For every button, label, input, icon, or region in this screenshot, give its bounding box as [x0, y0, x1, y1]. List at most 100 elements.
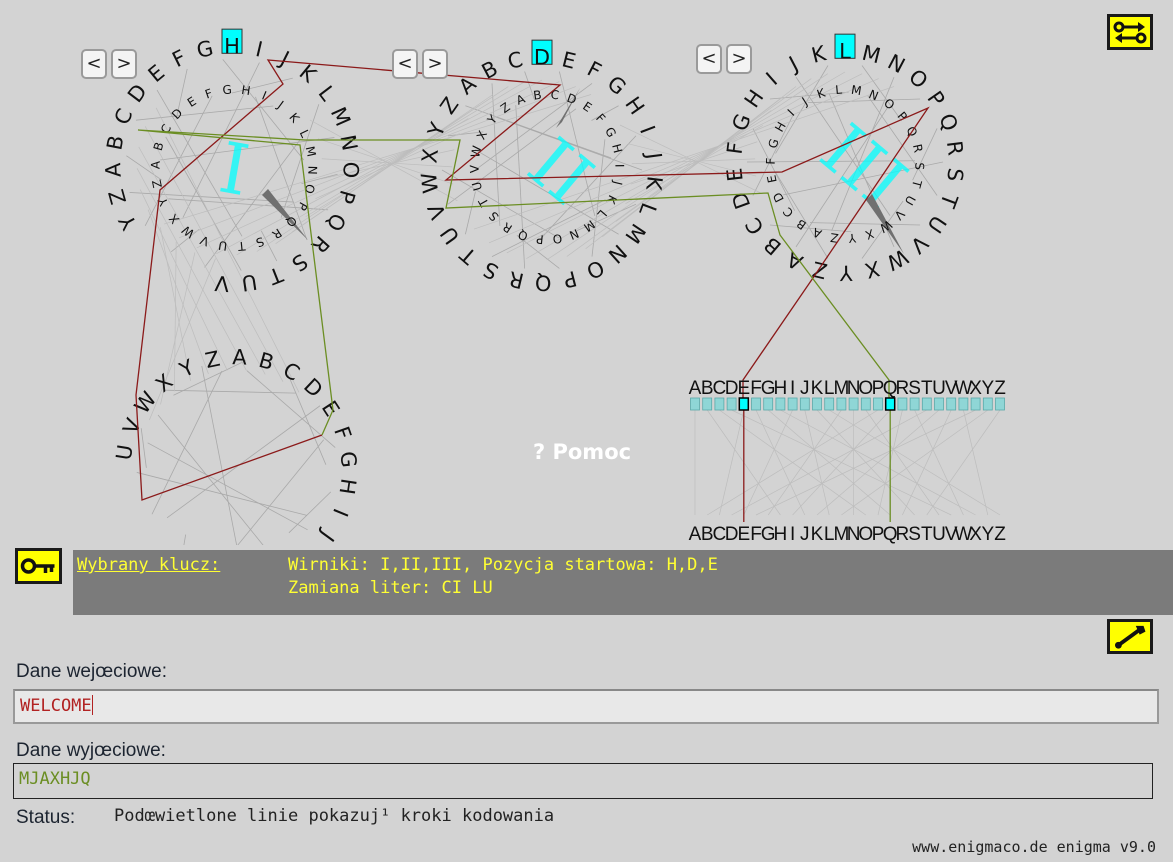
middle-rotor-outer-char: D [534, 45, 550, 69]
plug-socket[interactable] [751, 397, 761, 411]
right-rotor-next-button[interactable]: > [726, 44, 752, 74]
plug-socket[interactable] [884, 397, 896, 411]
right-rotor-outer-char: R [942, 139, 968, 156]
left-rotor-inner-letter: H [240, 83, 251, 98]
plug-socket[interactable] [860, 397, 871, 411]
wire-line [566, 78, 812, 257]
middle-rotor-outer-letter: H [620, 92, 649, 119]
plug-socket[interactable] [824, 397, 835, 411]
input-value: WELCOME [20, 696, 92, 716]
wire-line [775, 172, 829, 259]
left-rotor-outer-letter: M [326, 104, 355, 130]
plug-socket[interactable] [982, 397, 993, 411]
plug-socket[interactable] [799, 397, 810, 411]
help-link[interactable]: ? Pomoc [533, 440, 632, 464]
right-rotor-outer-char: T [935, 189, 962, 210]
middle-rotor-outer-letter: M [620, 219, 650, 247]
middle-rotor-outer-char: L [634, 200, 661, 220]
plug-bottom-letter: Q [883, 524, 898, 545]
wire-line [465, 191, 476, 235]
plug-socket[interactable] [738, 397, 750, 411]
middle-rotor-outer-char: F [583, 57, 605, 84]
selected-key-link[interactable]: Wybrany klucz: [77, 555, 221, 575]
plug-socket[interactable] [836, 397, 847, 411]
wire-line [216, 79, 543, 254]
left-rotor-inner-letter: I [260, 88, 269, 102]
middle-rotor-inner-letter: V [467, 164, 481, 173]
plug-socket[interactable] [873, 397, 883, 411]
plug-socket[interactable] [848, 397, 859, 411]
wire-line [129, 192, 294, 203]
middle-rotor-prev-button[interactable]: < [392, 49, 418, 79]
left-rotor-inner-char: X [166, 211, 182, 226]
plug-socket[interactable] [897, 397, 908, 411]
plug-socket[interactable] [958, 397, 969, 411]
rotor-swap-button[interactable] [1107, 14, 1153, 50]
wire-line [175, 68, 188, 120]
plug-socket[interactable] [909, 397, 920, 411]
plug-socket[interactable] [921, 397, 932, 411]
wrench-button[interactable] [1107, 619, 1153, 654]
plug-socket[interactable] [812, 397, 822, 411]
plug-wire [841, 409, 989, 516]
left-rotor-inner-letter: E [185, 94, 199, 110]
plug-socket[interactable] [775, 397, 786, 411]
middle-rotor-inner-char: A [514, 91, 527, 107]
right-rotor-outer-char: K [809, 41, 829, 68]
plug-socket[interactable] [934, 397, 944, 411]
left-rotor-outer-letter: I [253, 37, 265, 62]
plug-socket[interactable] [690, 397, 700, 411]
plug-socket[interactable] [763, 397, 774, 411]
left-rotor-outer-char: A [101, 162, 126, 178]
input-field[interactable]: WELCOME [13, 689, 1159, 724]
left-rotor-outer-letter: J [275, 46, 293, 71]
plug-wire [731, 409, 927, 516]
plug-bottom-letter: I [790, 524, 795, 545]
plug-socket[interactable] [787, 397, 798, 411]
plug-bottom-letter: F [750, 524, 762, 545]
plug-top-letter: J [800, 378, 810, 399]
output-field[interactable]: MJAXHJQ [13, 763, 1153, 799]
left-rotor-inner-letter: J [274, 98, 286, 112]
plug-socket[interactable] [946, 397, 957, 411]
right-rotor-outer-letter: D [727, 189, 755, 213]
key-button[interactable] [15, 548, 62, 584]
middle-rotor-next-button[interactable]: > [422, 49, 448, 79]
input-label: Dane wejœciowe: [16, 661, 167, 682]
right-rotor-prev-button[interactable]: < [696, 44, 722, 74]
wire-line [807, 98, 921, 104]
middle-rotor-outer-char: O [582, 255, 608, 284]
status-text: Podœwietlone linie pokazuj¹ kroki kodowa… [114, 806, 555, 826]
plug-socket[interactable] [702, 397, 713, 411]
wire-line [204, 140, 300, 268]
left-rotor-next-button[interactable]: > [111, 49, 137, 79]
right-rotor-inner-char: S [912, 162, 926, 170]
reflector-letter: F [329, 423, 356, 442]
middle-rotor-inner-char: U [469, 180, 485, 192]
right-rotor-inner-letter: U [902, 193, 919, 208]
right-rotor-outer-char: V [905, 230, 932, 258]
right-rotor-outer-char: Q [934, 110, 962, 134]
right-rotor-inner-char: L [835, 83, 843, 98]
reflector-char: X [151, 369, 177, 397]
plug-socket[interactable] [970, 397, 981, 411]
left-rotor-prev-button[interactable]: < [81, 49, 107, 79]
left-rotor-outer-char: O [338, 161, 363, 179]
left-rotor-outer-letter: Y [114, 211, 142, 235]
right-rotor-inner-letter: G [766, 137, 782, 150]
wire-line [178, 86, 576, 239]
left-rotor-outer-char: D [123, 80, 152, 107]
wire-line [182, 62, 260, 218]
plug-socket[interactable] [726, 397, 737, 411]
wire-line [165, 136, 242, 271]
plug-socket[interactable] [714, 397, 725, 411]
right-rotor-inner-char: O [881, 96, 897, 113]
left-rotor-inner-letter: D [169, 106, 186, 122]
reflector-char: U [112, 443, 138, 462]
plug-socket[interactable] [995, 397, 1005, 411]
wire-line [147, 209, 209, 374]
plug-top-letter: E [737, 378, 750, 399]
plug-bottom-letter: O [858, 524, 873, 545]
left-rotor-inner-char: G [222, 83, 232, 98]
plug-wire [743, 409, 793, 516]
